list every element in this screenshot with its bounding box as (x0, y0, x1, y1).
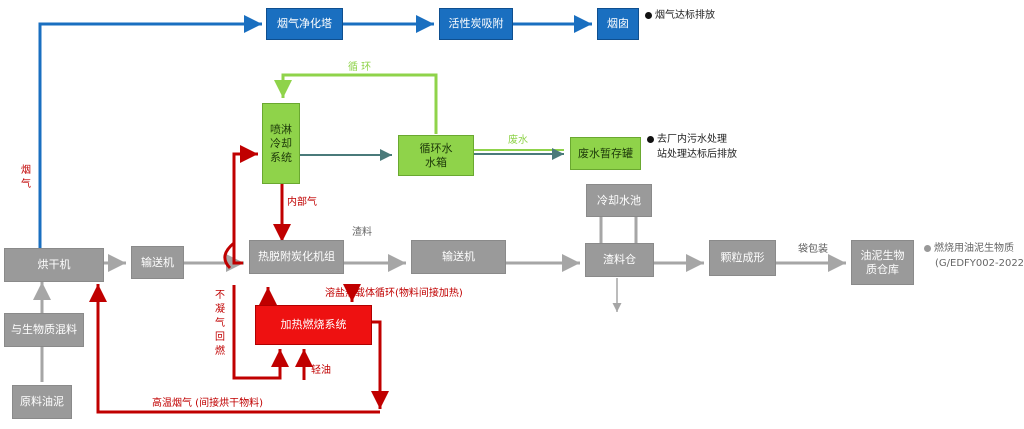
cooling-pool-box: 冷却水池 (586, 184, 652, 217)
green-circulation-path (274, 73, 438, 134)
molten-salt-label: 溶盐热载体循环(物料间接加热) (325, 288, 463, 299)
light-oil-label: 轻油 (311, 365, 331, 376)
conveyor-1-box: 输送机 (131, 246, 184, 279)
waste-water-arrow (474, 148, 564, 160)
red-heat-path (89, 145, 389, 414)
blue-flue-path (38, 15, 592, 248)
bagging-label: 袋包装 (798, 244, 828, 255)
standard-note: (G/EDFY002-2022) (935, 258, 1024, 269)
waste-water-tank-box: 废水暂存罐 (570, 137, 641, 170)
flue-emission-note: 烟气达标排放 (645, 9, 715, 23)
mix-biomass-box: 与生物质混料 (4, 313, 84, 347)
bullet-icon (924, 244, 931, 252)
internal-gas-label: 内部气 (287, 197, 317, 208)
noncond-gas-label: 不凝气回燃 (215, 290, 225, 357)
circ-water-tank-box: 循环水 水箱 (398, 135, 474, 176)
product-note: 燃烧用油泥生物质 (924, 242, 1014, 256)
bullet-icon (647, 135, 654, 143)
conveyor-2-box: 输送机 (411, 240, 506, 274)
dryer-box: 烘干机 (4, 248, 104, 282)
circulation-label: 循 环 (348, 62, 372, 73)
flue-gas-label: 烟气 (21, 165, 31, 190)
waste-water-label: 废水 (508, 135, 528, 146)
bullet-icon (645, 11, 652, 19)
hot-flue-gas-label: 高温烟气 (间接烘干物料) (152, 398, 263, 409)
to-plant-note: 去厂内污水处理 (647, 133, 727, 147)
spray-cooling-box: 喷淋 冷却 系统 (262, 103, 300, 184)
flue-purify-tower-box: 烟气净化塔 (266, 8, 343, 40)
pyrolysis-unit-box: 热脱附炭化机组 (249, 240, 344, 274)
heating-system-box: 加热燃烧系统 (255, 305, 372, 345)
raw-sludge-box: 原料油泥 (12, 385, 72, 419)
to-plant-note-line2: 站处理达标后排放 (657, 149, 737, 160)
chimney-box: 烟囱 (597, 8, 639, 40)
slag-label: 渣料 (352, 227, 372, 238)
storage-box: 油泥生物 质仓库 (851, 240, 914, 285)
activated-carbon-box: 活性炭吸附 (439, 8, 513, 40)
slag-bin-box: 渣料仓 (585, 243, 654, 277)
granulation-box: 颗粒成形 (709, 240, 776, 276)
